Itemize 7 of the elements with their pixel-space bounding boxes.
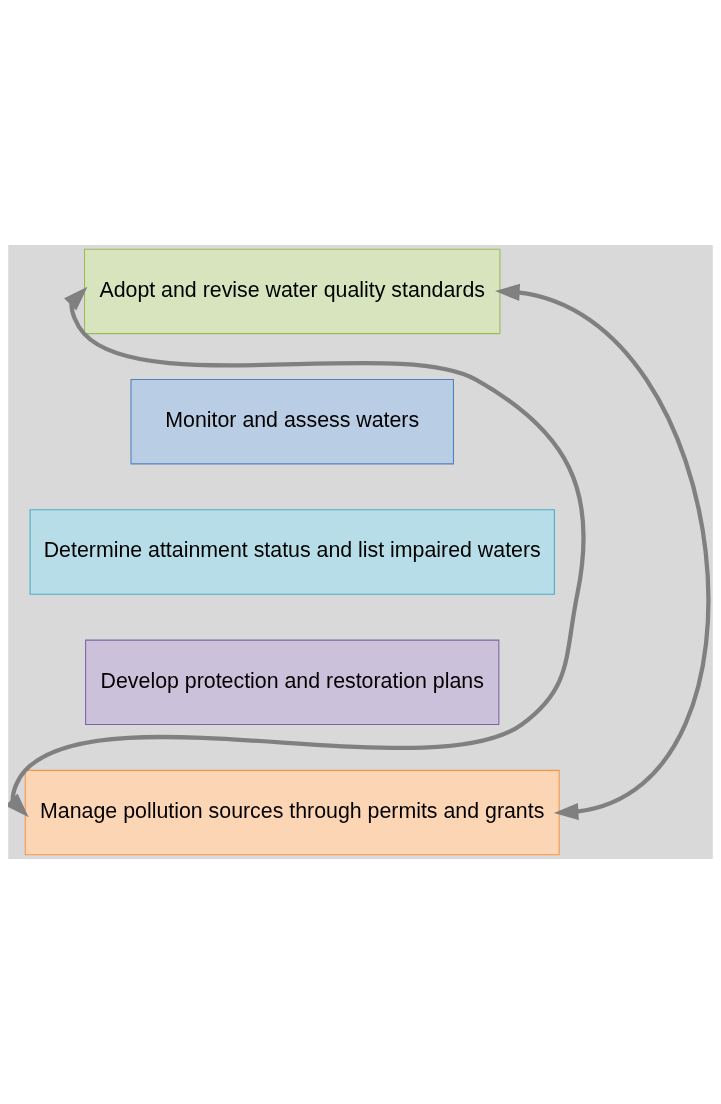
node-box: Manage pollution sources through permits and grants [24,769,560,856]
arrow [8,286,586,818]
node-box: Monitor and assess waters [130,379,454,465]
arrow [495,283,711,821]
node-box: Determine attainment status and list impaired waters [29,509,555,595]
node-box: Adopt and revise water quality standards [84,248,501,335]
node-box: Develop protection and restoration plans [85,639,500,725]
